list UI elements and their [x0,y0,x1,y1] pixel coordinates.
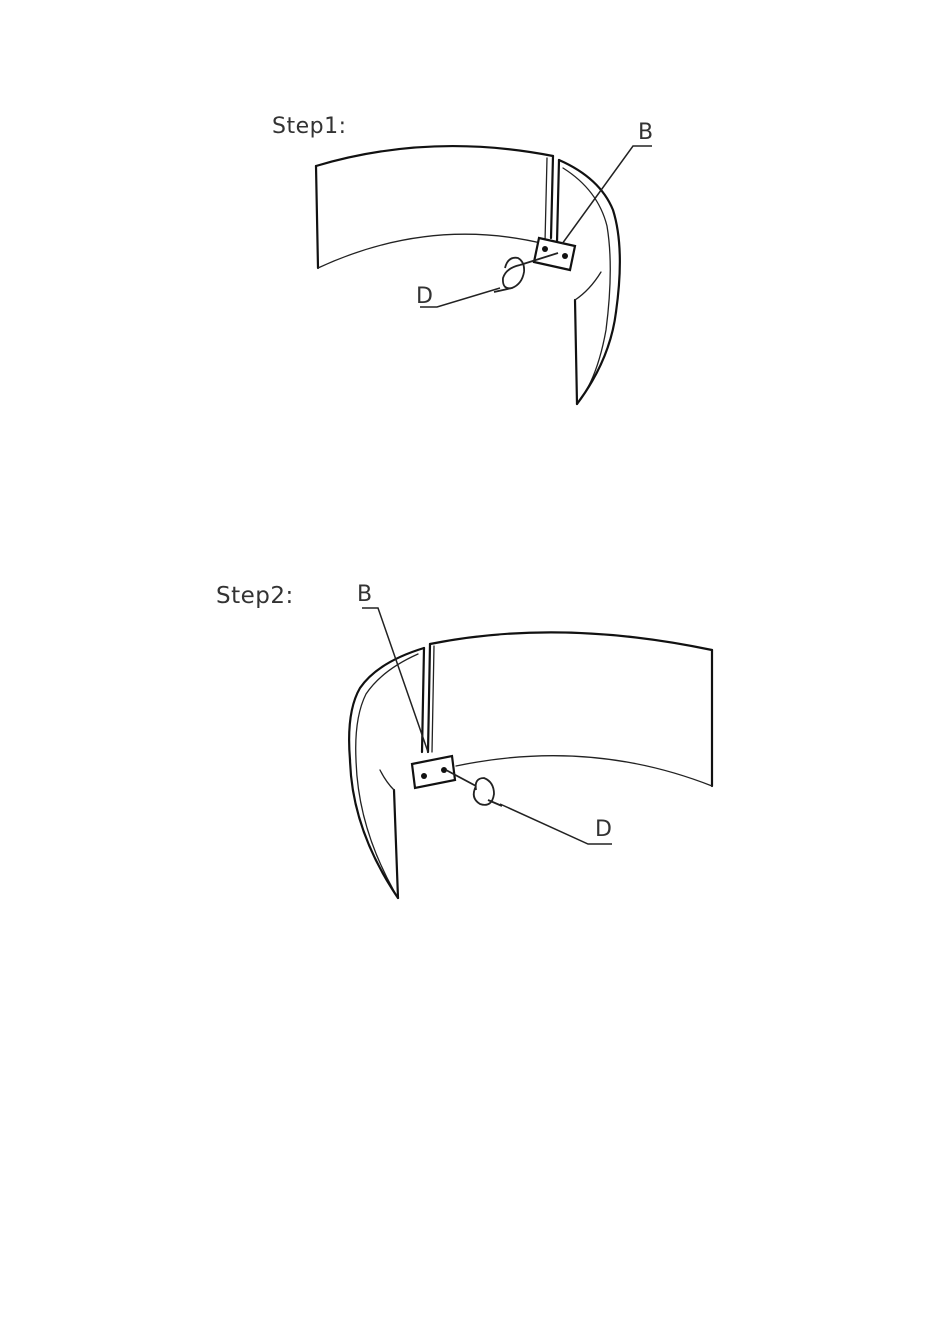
step1-title: Step1: [272,116,347,138]
step2-right-panel [428,632,712,786]
step1-left-panel [316,146,553,268]
step2-title: Step2: [216,585,294,608]
step2-callout-d: D [595,819,612,841]
step2-pin [446,770,502,806]
step2-callout-b: B [357,584,372,606]
step1-right-panel [557,160,620,404]
step2-drawing [349,608,712,898]
step1-drawing [316,146,652,404]
step2-leader-b [362,608,428,752]
step1-callout-b: B [638,122,653,144]
step1-callout-d: D [416,286,433,308]
